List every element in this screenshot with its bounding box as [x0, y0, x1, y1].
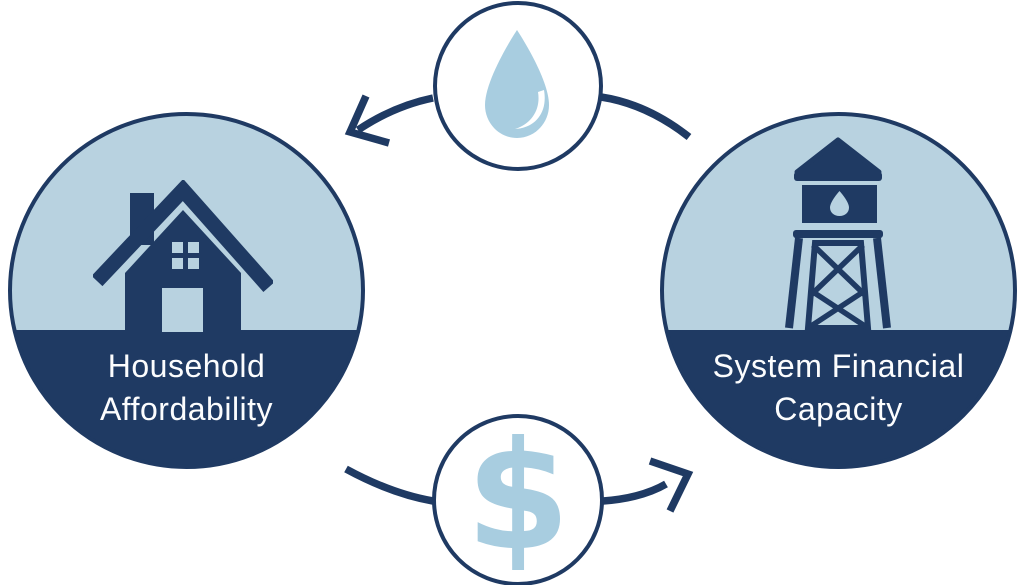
water-tower-icon [785, 137, 891, 330]
label-line: Household [107, 348, 266, 384]
house-icon [93, 180, 273, 332]
arrow-top-tail [600, 93, 692, 140]
node-system-financial-capacity: System Financial Capacity [660, 112, 1017, 469]
arrow-bottom-tail [344, 465, 434, 505]
connector-money: $ [432, 414, 604, 585]
dollar-sign-icon: $ [465, 410, 571, 584]
node-household-affordability: Household Affordability [8, 112, 365, 469]
arrow-top-head [344, 94, 391, 147]
connector-water [433, 1, 603, 171]
water-drop-icon [485, 30, 549, 138]
arrow-top-shaft [355, 94, 434, 134]
label-line: System Financial [712, 348, 965, 384]
arrow-bottom-head [648, 457, 694, 513]
system-financial-capacity-label: System Financial Capacity [664, 345, 1013, 431]
label-line: Affordability [99, 391, 274, 427]
household-affordability-label: Household Affordability [12, 345, 361, 431]
label-line: Capacity [774, 391, 903, 427]
arrow-bottom-shaft [602, 480, 668, 505]
